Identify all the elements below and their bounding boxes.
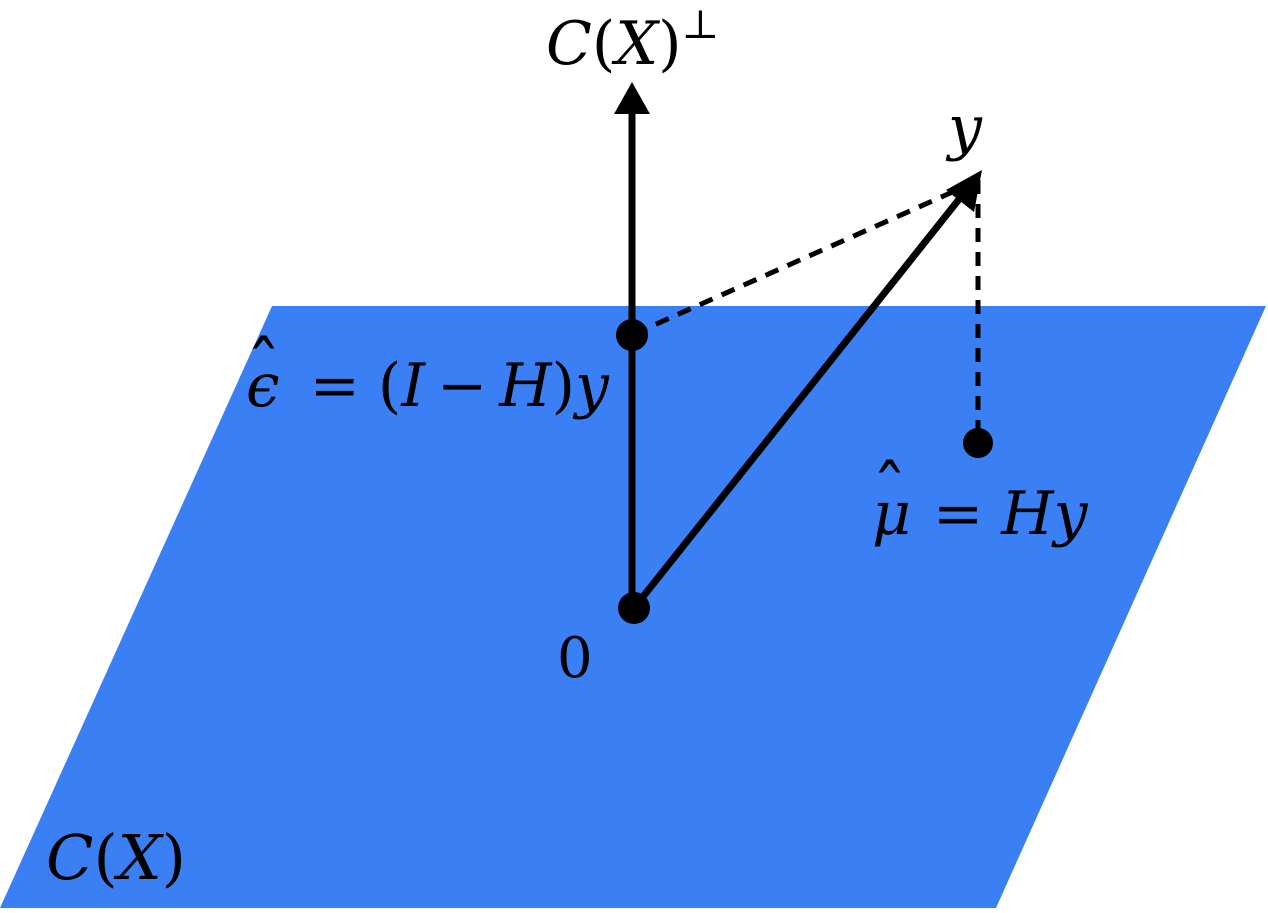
fitted-label: ˆ μ=Hy: [872, 451, 1089, 549]
origin-point: [618, 592, 650, 624]
origin-label: 0: [557, 626, 593, 691]
y-label: y: [945, 93, 983, 163]
residual-epsilon: ϵ: [246, 351, 280, 421]
residual-point: [616, 319, 648, 351]
fitted-mu: μ: [872, 479, 911, 549]
residual-hat: ˆ: [246, 327, 281, 409]
fitted-point: [963, 428, 993, 458]
orth-complement-label: C(X)⊥: [546, 2, 719, 79]
residual-label: ˆ ϵ=(I−H)y: [246, 327, 610, 421]
y-vector-arrowhead: [946, 170, 982, 212]
residual-projection-line: [632, 183, 968, 337]
svg-text:μ=Hy: μ=Hy: [872, 479, 1089, 549]
fitted-hat: ˆ: [872, 451, 907, 533]
y-vector: [631, 190, 967, 611]
svg-text:ϵ=(I−H)y: ϵ=(I−H)y: [246, 351, 610, 421]
orth-complement-arrowhead: [614, 82, 650, 114]
column-space-label: C(X): [46, 821, 186, 894]
